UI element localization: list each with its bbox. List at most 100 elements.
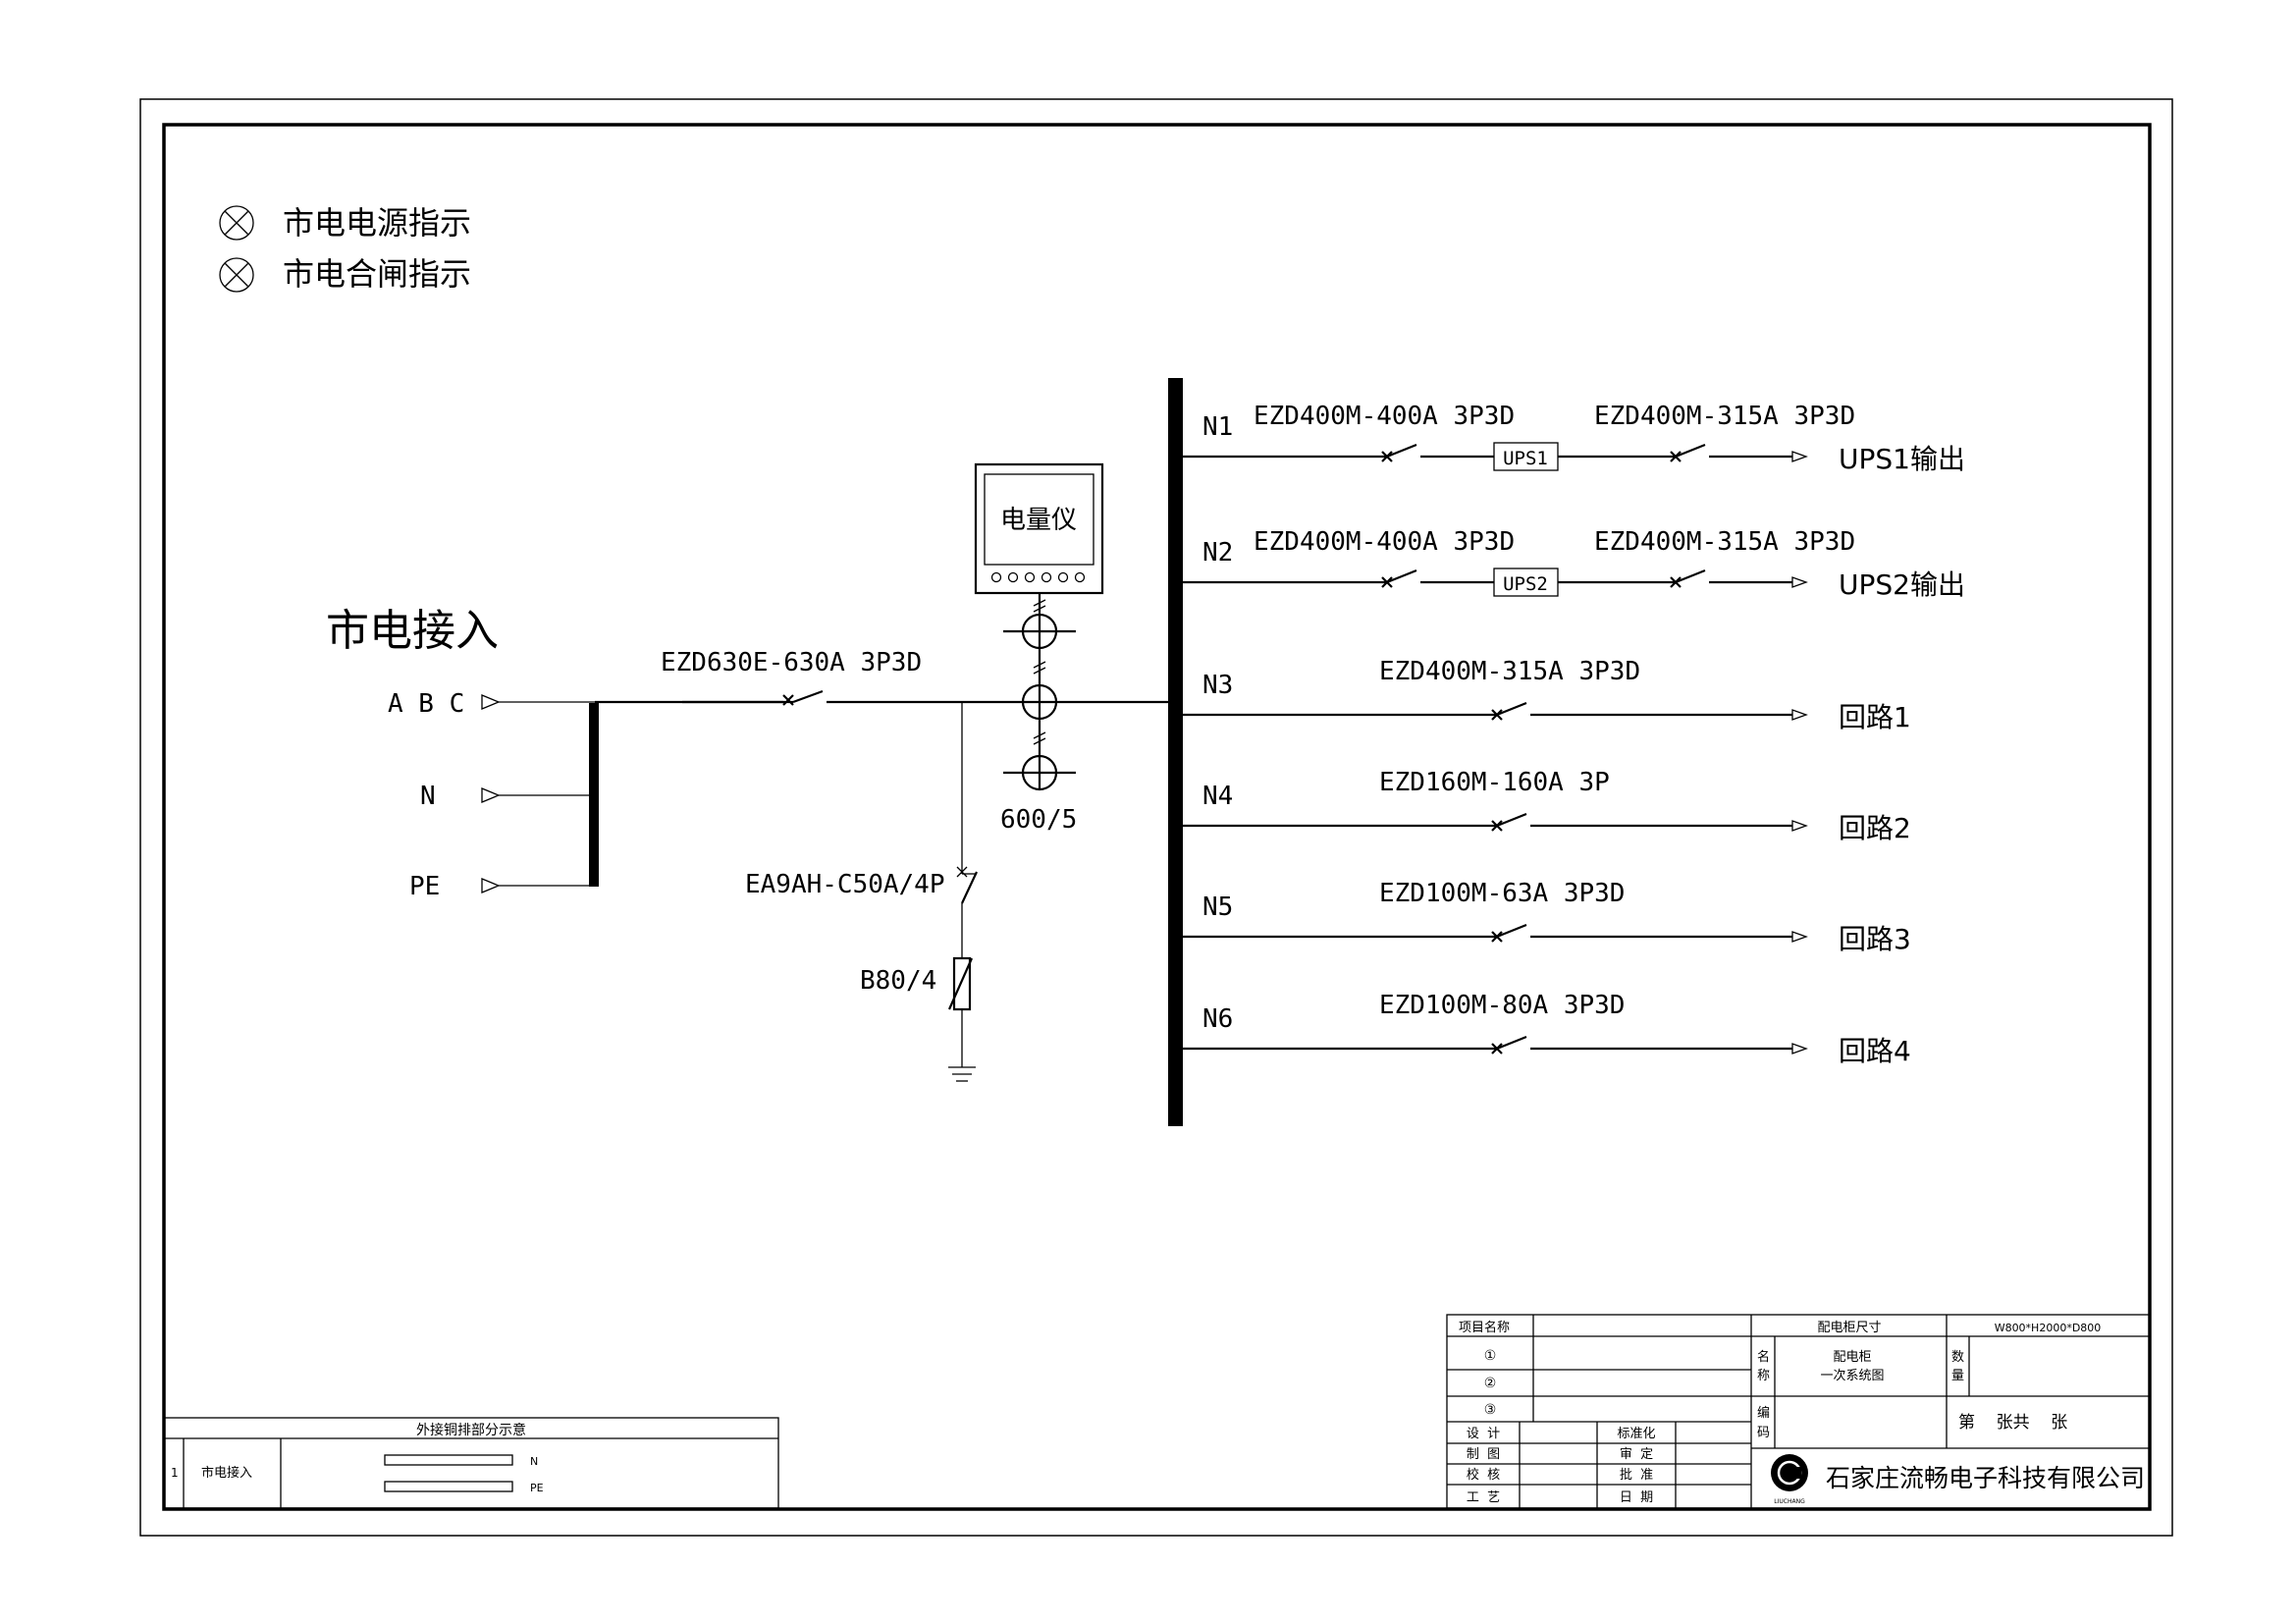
terminal-arrow-icon <box>481 878 501 893</box>
breaker-symbol <box>1491 812 1527 832</box>
phase-label: A B C <box>388 689 464 719</box>
role-process: 工 艺 <box>1467 1490 1500 1505</box>
feeder-id: N5 <box>1202 893 1233 922</box>
name-label-1: 名 <box>1757 1349 1770 1365</box>
outer-frame <box>139 98 2173 1537</box>
feeder-output-label: 回路1 <box>1839 701 1911 733</box>
role-approve: 批 准 <box>1620 1468 1653 1483</box>
logo-text: LIUCHANG <box>1774 1498 1805 1505</box>
indicator-close: 市电合闸指示 <box>219 255 471 293</box>
feeder-breaker-label: EZD100M-63A 3P3D <box>1379 879 1625 908</box>
feeder-breaker2-label: EZD400M-315A 3P3D <box>1594 402 1855 431</box>
feeder-output-label: 回路3 <box>1839 923 1911 955</box>
terminal-arrow-icon <box>481 787 501 803</box>
feeder-id: N4 <box>1202 782 1233 811</box>
main-breaker: EZD630E-630A 3P3D <box>661 648 1168 706</box>
busbar-bar-n <box>384 1454 513 1466</box>
feeder-breaker-label: EZD400M-400A 3P3D <box>1254 402 1515 431</box>
qty-label-2: 量 <box>1951 1369 1964 1383</box>
incoming-phase-abc: A B C <box>388 689 595 719</box>
spd-breaker-label: EA9AH-C50A/4P <box>745 870 945 899</box>
output-arrow-icon <box>1791 576 1808 588</box>
meter-label: 电量仪 <box>1000 506 1077 535</box>
feeder-n3: N3 EZD400M-315A 3P3D 回路1 <box>1183 657 1911 733</box>
main-breaker-label: EZD630E-630A 3P3D <box>661 648 922 677</box>
breaker-symbol <box>1491 701 1527 721</box>
feeder-breaker-label: EZD400M-315A 3P3D <box>1379 657 1640 686</box>
breaker-symbol <box>1381 443 1417 462</box>
breaker-symbol <box>1491 1035 1527 1055</box>
feeder-id: N2 <box>1202 538 1233 568</box>
ups-label: UPS1 <box>1503 448 1548 469</box>
cabinet-size-value: W800*H2000*D800 <box>1995 1322 2102 1334</box>
incoming-title: 市电接入 <box>326 606 499 656</box>
role-review: 审 定 <box>1620 1447 1653 1462</box>
spd-branch: EA9AH-C50A/4P B80/4 <box>745 702 978 1082</box>
output-arrow-icon <box>1791 451 1808 462</box>
indicator-lamp-icon <box>219 205 254 241</box>
ground-icon <box>948 1066 976 1082</box>
feeder-id: N6 <box>1202 1004 1233 1034</box>
project-item-3: ③ <box>1484 1402 1497 1418</box>
phase-label: PE <box>409 872 440 901</box>
company-name: 石家庄流畅电子科技有限公司 <box>1826 1464 2145 1492</box>
busbar-table-title: 外接铜排部分示意 <box>416 1422 526 1438</box>
feeder-id: N3 <box>1202 671 1233 700</box>
arrester-label: B80/4 <box>860 966 936 996</box>
indicator-source: 市电电源指示 <box>219 204 471 242</box>
incoming-phase-n: N <box>420 782 595 811</box>
feeder-breaker-label: EZD100M-80A 3P3D <box>1379 991 1625 1020</box>
indicator-label: 市电合闸指示 <box>283 255 471 293</box>
feeder-output-label: 回路2 <box>1839 812 1911 844</box>
breaker-symbol <box>1381 568 1417 588</box>
role-check: 校 核 <box>1467 1467 1500 1483</box>
breaker-symbol <box>1670 568 1706 588</box>
current-transformers <box>1003 594 1076 791</box>
ups-label: UPS2 <box>1503 573 1548 595</box>
busbar-table: 外接铜排部分示意 1 市电接入 N PE <box>163 1417 779 1509</box>
project-name-label: 项目名称 <box>1459 1320 1510 1335</box>
qty-label-1: 数 <box>1951 1350 1964 1365</box>
feeder-n5: N5 EZD100M-63A 3P3D 回路3 <box>1183 879 1911 955</box>
busbar-row-name: 市电接入 <box>201 1465 252 1481</box>
role-drawing: 制 图 <box>1467 1447 1500 1462</box>
busbar-row-number: 1 <box>171 1466 179 1480</box>
title-block: 项目名称 ① ② ③ 设 计 制 图 校 核 工 艺 标准化 审 定 批 准 日… <box>1446 1314 2151 1509</box>
role-design: 设 计 <box>1467 1427 1500 1441</box>
feeder-breaker-label: EZD400M-400A 3P3D <box>1254 527 1515 557</box>
project-item-2: ② <box>1484 1376 1497 1391</box>
busbar-bar-pe <box>384 1481 513 1492</box>
indicator-label: 市电电源指示 <box>283 204 471 242</box>
ct-ratio-label: 600/5 <box>1000 805 1077 835</box>
company-logo: LIUCHANG <box>1771 1454 1808 1505</box>
drawing-name-1: 配电柜 <box>1833 1350 1871 1365</box>
name-label-2: 称 <box>1757 1369 1770 1383</box>
output-arrow-icon <box>1791 820 1808 832</box>
main-busbar <box>1168 378 1183 1126</box>
output-arrow-icon <box>1791 931 1808 943</box>
feeder-output-label: UPS2输出 <box>1839 568 1965 601</box>
busbar-label-pe: PE <box>530 1482 544 1494</box>
role-date: 日 期 <box>1620 1490 1653 1505</box>
incoming-phase-pe: PE <box>409 872 595 901</box>
terminal-arrow-icon <box>481 694 501 710</box>
output-arrow-icon <box>1791 1043 1808 1055</box>
role-standard: 标准化 <box>1617 1427 1655 1441</box>
code-label-1: 编 <box>1757 1406 1770 1421</box>
breaker-symbol <box>1491 923 1527 943</box>
indicator-lamp-icon <box>219 257 254 293</box>
incoming-busbar <box>589 703 599 887</box>
drawing-name-2: 一次系统图 <box>1820 1368 1884 1383</box>
phase-label: N <box>420 782 436 811</box>
busbar-label-n: N <box>530 1455 538 1468</box>
inner-frame <box>162 123 2152 1511</box>
breaker-symbol <box>1670 443 1706 462</box>
project-item-1: ① <box>1484 1348 1497 1364</box>
code-label-2: 码 <box>1757 1426 1770 1440</box>
power-meter: 电量仪 <box>974 462 1104 595</box>
